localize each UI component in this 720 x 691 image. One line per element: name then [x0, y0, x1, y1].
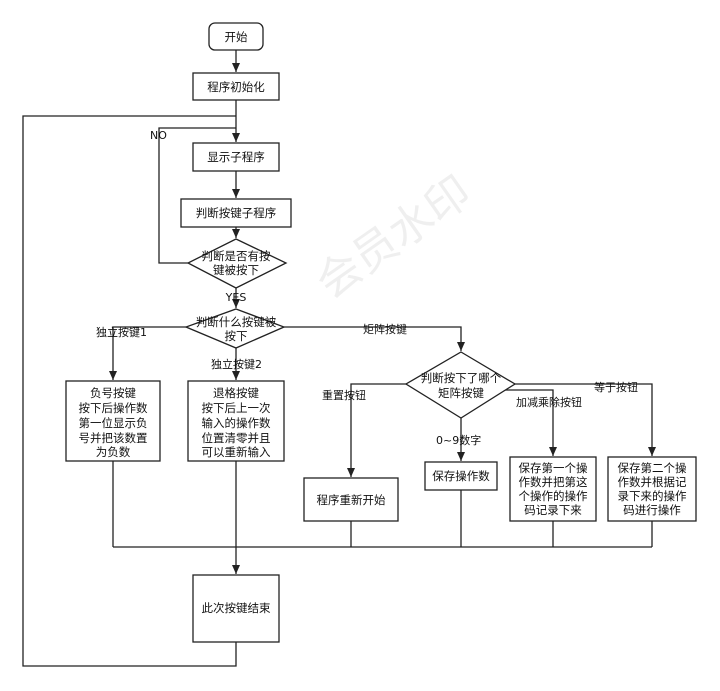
- node-backspace-line5: 可以重新输入: [202, 445, 271, 459]
- node-backspace-line4: 位置清零并且: [202, 431, 271, 445]
- node-init: 程序初始化: [192, 72, 280, 101]
- node-save-first: 保存第一个操 作数并把第这 个操作的操作 码记录下来: [509, 456, 597, 522]
- node-save-operand-label: 保存操作数: [432, 469, 490, 483]
- node-negative-line4: 号并把该数置: [79, 431, 148, 445]
- node-save-first-line1: 保存第一个操: [519, 461, 588, 475]
- edge-label-digits: 0~9数字: [436, 433, 481, 447]
- node-display-label: 显示子程序: [207, 150, 265, 164]
- node-negative-line2: 按下后操作数: [79, 401, 148, 415]
- node-backspace-key: 退格按键 按下后上一次 输入的操作数 位置清零并且 可以重新输入: [187, 380, 285, 462]
- edge-label-standalone1: 独立按键1: [96, 325, 147, 339]
- watermark: 会员水印: [307, 166, 480, 309]
- node-backspace-line2: 按下后上一次: [202, 401, 271, 415]
- node-save-second: 保存第二个操 作数并根据记 录下来的操作 码进行操作: [607, 456, 697, 522]
- node-negative-key: 负号按键 按下后操作数 第一位显示负 号并把该数置 为负数: [65, 380, 161, 462]
- node-save-second-line4: 码进行操作: [623, 503, 681, 517]
- edge-label-yes: YES: [225, 291, 247, 304]
- node-init-label: 程序初始化: [207, 80, 265, 94]
- decision-matrix-line1: 判断按下了哪个: [421, 371, 502, 385]
- node-save-second-line3: 录下来的操作: [618, 489, 687, 503]
- node-negative-line1: 负号按键: [90, 386, 136, 400]
- edge-label-standalone2: 独立按键2: [211, 357, 262, 371]
- node-end: 此次按键结束: [192, 574, 280, 643]
- node-judge-key: 判断按键子程序: [180, 198, 292, 228]
- node-backspace-line1: 退格按键: [213, 386, 259, 400]
- node-start: 开始: [208, 22, 264, 51]
- decision-key-pressed: 判断是否有按 键被按下: [186, 238, 288, 289]
- node-save-second-line1: 保存第二个操: [618, 461, 687, 475]
- node-save-second-line2: 作数并根据记: [618, 475, 687, 489]
- decision-matrix-key: 判断按下了哪个 矩阵按键: [404, 351, 517, 419]
- node-backspace-line3: 输入的操作数: [202, 416, 271, 430]
- decision-key-pressed-line2: 键被按下: [213, 263, 259, 277]
- node-save-first-line4: 码记录下来: [524, 503, 582, 517]
- node-restart-label: 程序重新开始: [317, 493, 386, 507]
- decision-which-key-line2: 按下: [225, 329, 248, 343]
- node-display: 显示子程序: [192, 142, 280, 172]
- node-restart: 程序重新开始: [303, 477, 399, 522]
- edge-label-ops: 加减乘除按钮: [516, 395, 582, 409]
- node-negative-line5: 为负数: [96, 445, 131, 459]
- node-start-label: 开始: [225, 30, 248, 44]
- node-negative-line3: 第一位显示负: [79, 416, 148, 430]
- decision-key-pressed-line1: 判断是否有按: [202, 249, 271, 263]
- node-end-label: 此次按键结束: [202, 601, 271, 615]
- edge-label-reset: 重置按钮: [322, 388, 366, 402]
- edge-label-matrix: 矩阵按键: [363, 322, 407, 336]
- node-save-first-line2: 作数并把第这: [519, 475, 588, 489]
- edge-label-equals: 等于按钮: [594, 380, 638, 394]
- decision-which-key-line1: 判断什么按键被: [196, 315, 277, 329]
- node-save-operand: 保存操作数: [424, 461, 498, 491]
- connectors: [22, 50, 656, 667]
- node-save-first-line3: 个操作的操作: [519, 489, 588, 503]
- node-judge-key-label: 判断按键子程序: [196, 206, 277, 220]
- edge-label-no: NO: [150, 129, 167, 142]
- decision-which-key: 判断什么按键被 按下: [184, 308, 286, 349]
- decision-matrix-line2: 矩阵按键: [438, 386, 484, 400]
